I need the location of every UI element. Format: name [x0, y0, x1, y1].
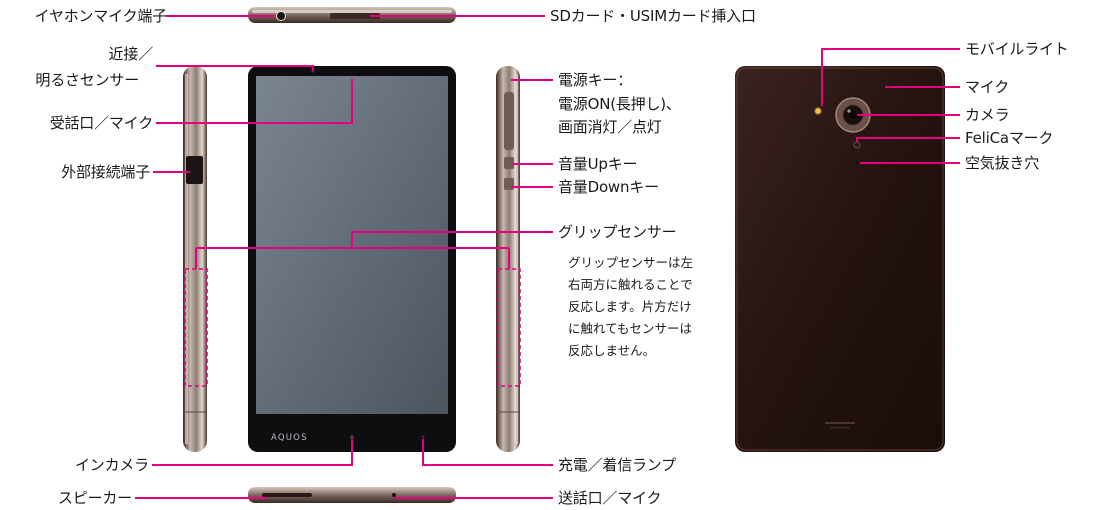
label-proximity-sensor-line2: 明るさセンサー [35, 71, 139, 89]
label-back-mic: マイク [965, 78, 1010, 96]
label-sd-usim-slot: SDカード・USIMカード挿入口 [550, 7, 756, 25]
phone-top-edge [248, 7, 456, 23]
label-in-camera: インカメラ [74, 456, 149, 474]
air-vent-hole [855, 161, 859, 165]
callout-lines [135, 15, 960, 499]
label-earpiece: 受話口／マイク [49, 114, 154, 132]
power-key [504, 92, 514, 150]
phone-back [735, 66, 945, 452]
label-mobile-light: モバイルライト [965, 40, 1069, 58]
label-volume-up: 音量Upキー [558, 155, 638, 173]
label-charge-lamp: 充電／着信ランプ [558, 456, 676, 474]
label-external-port: 外部接続端子 [61, 163, 150, 181]
label-earphone-jack: イヤホンマイク端子 [34, 7, 168, 25]
speaker-grille [262, 493, 312, 497]
sd-slot-cover [330, 13, 380, 19]
label-felica-mark: FeliCaマーク [965, 129, 1054, 147]
phone-bottom-edge [248, 487, 456, 503]
mobile-light [814, 107, 822, 115]
label-power-key-line3: 画面消灯／点灯 [558, 118, 662, 136]
label-power-key-line1: 電源キー： [558, 71, 633, 89]
label-back-camera: カメラ [965, 106, 1010, 124]
volume-up-key [504, 157, 514, 169]
earphone-jack [276, 11, 286, 21]
charge-lamp [421, 435, 425, 439]
grip-sensor-note: グリップセンサーは左 右両方に触れることで 反応します。片方だけ に触れてもセン… [568, 255, 694, 358]
aquos-logo: AQUOS [271, 433, 308, 443]
label-proximity-sensor-line1: 近接／ [108, 45, 154, 63]
mic-hole [392, 493, 396, 497]
label-volume-down: 音量Downキー [558, 178, 659, 196]
label-air-vent: 空気抜き穴 [965, 154, 1040, 172]
label-power-key-line2: 電源ON(長押し)、 [558, 95, 681, 113]
label-speaker: スピーカー [57, 489, 132, 507]
in-camera-lens [349, 434, 355, 440]
external-port [186, 156, 203, 184]
volume-down-key [504, 178, 514, 190]
label-mouthpiece: 送話口／マイク [558, 489, 662, 507]
label-grip-sensor: グリップセンサー [558, 223, 677, 241]
back-logo-plate [825, 422, 855, 424]
back-camera-lens [849, 111, 857, 119]
